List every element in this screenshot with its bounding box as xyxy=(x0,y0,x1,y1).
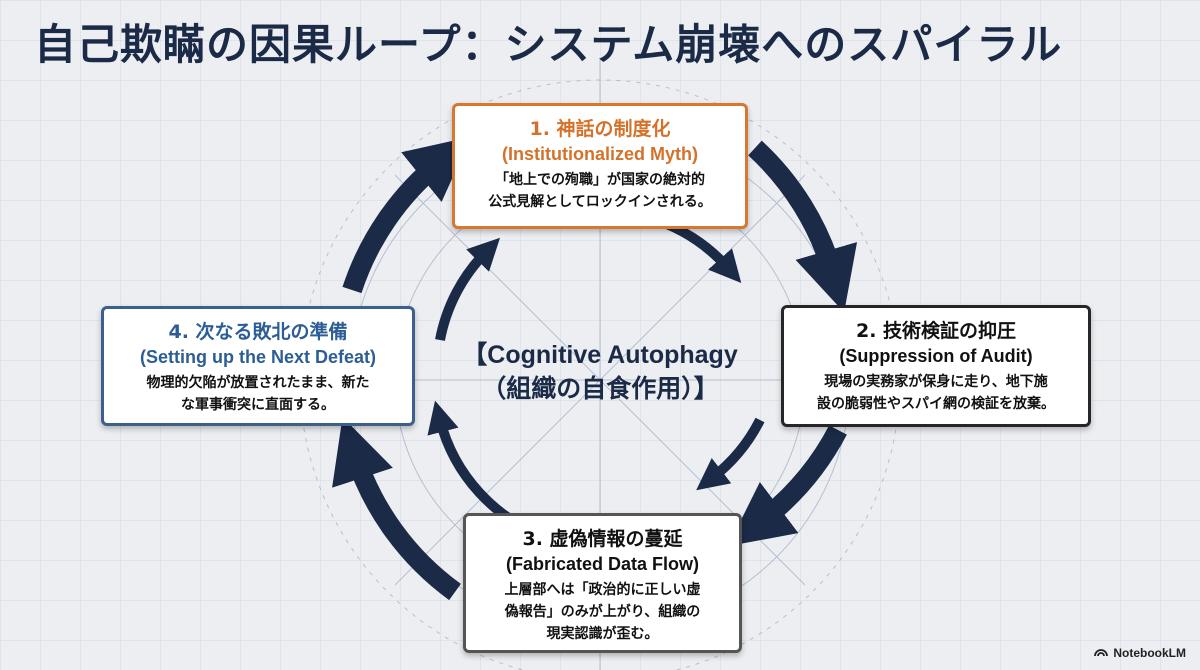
inner-arrow-2-to-3 xyxy=(696,417,765,491)
node-subtitle: (Setting up the Next Defeat) xyxy=(139,347,376,367)
notebooklm-logo-icon xyxy=(1094,646,1109,660)
node-description-line: な軍事衝突に直面する。 xyxy=(181,397,335,413)
node-title: 1. 神話の制度化 xyxy=(529,118,671,140)
center-label-line1: 【Cognitive Autophagy xyxy=(462,341,738,369)
notebooklm-watermark: NotebookLM xyxy=(1094,646,1186,660)
node-description-line: 現実認識が歪む。 xyxy=(546,626,659,642)
node-description-line: 現場の実務家が保身に走り、地下施 xyxy=(824,374,1048,390)
node-institutionalized-myth: 1. 神話の制度化 (Institutionalized Myth) 「地上での… xyxy=(452,103,748,229)
outer-arrow-4-to-1 xyxy=(342,136,472,294)
inner-arrow-4-to-1 xyxy=(435,237,501,341)
node-suppression-of-audit: 2. 技術検証の抑圧 (Suppression of Audit) 現場の実務家… xyxy=(781,305,1091,427)
node-description-line: 物理的欠陥が放置されたまま、新た xyxy=(146,375,370,391)
center-label-line2: （組織の自食作用）】 xyxy=(481,375,719,403)
node-description-line: 公式見解としてロックインされる。 xyxy=(488,194,712,210)
outer-arrow-1-to-2 xyxy=(748,140,858,313)
node-description-line: 上層部へは「政治的に正しい虚 xyxy=(504,582,701,598)
node-description: 上層部へは「政治的に正しい虚 偽報告」のみが上がり、組織の 現実認識が歪む。 xyxy=(478,579,727,645)
node-description: 「地上での殉職」が国家の絶対的 公式見解としてロックインされる。 xyxy=(467,169,733,213)
node-description-line: 偽報告」のみが上がり、組織の xyxy=(504,604,701,620)
node-title: 3. 虚偽情報の蔓延 xyxy=(522,528,683,550)
node-description: 物理的欠陥が放置されたまま、新た な軍事衝突に直面する。 xyxy=(116,372,400,416)
center-label: 【Cognitive Autophagy （組織の自食作用）】 xyxy=(440,338,760,406)
node-subtitle: (Institutionalized Myth) xyxy=(502,144,698,164)
page-title: 自己欺瞞の因果ループ：システム崩壊へのスパイラル xyxy=(34,20,1063,69)
node-fabricated-data-flow: 3. 虚偽情報の蔓延 (Fabricated Data Flow) 上層部へは「… xyxy=(463,513,742,653)
outer-arrow-3-to-4 xyxy=(332,416,461,601)
node-subtitle: (Fabricated Data Flow) xyxy=(505,554,700,574)
watermark-label: NotebookLM xyxy=(1113,646,1186,660)
node-description-line: 「地上での殉職」が国家の絶対的 xyxy=(495,172,705,188)
node-title: 2. 技術検証の抑圧 xyxy=(855,320,1017,342)
node-setting-up-next-defeat: 4. 次なる敗北の準備 (Setting up the Next Defeat)… xyxy=(101,306,415,426)
node-description: 現場の実務家が保身に走り、地下施 設の脆弱性やスパイ網の検証を放棄。 xyxy=(796,371,1076,415)
node-title: 4. 次なる敗北の準備 xyxy=(168,321,348,343)
node-subtitle: (Suppression of Audit) xyxy=(839,346,1033,366)
outer-arrow-2-to-3 xyxy=(728,425,847,547)
node-description-line: 設の脆弱性やスパイ網の検証を放棄。 xyxy=(817,396,1055,412)
outer-cycle-arrows xyxy=(332,136,858,601)
